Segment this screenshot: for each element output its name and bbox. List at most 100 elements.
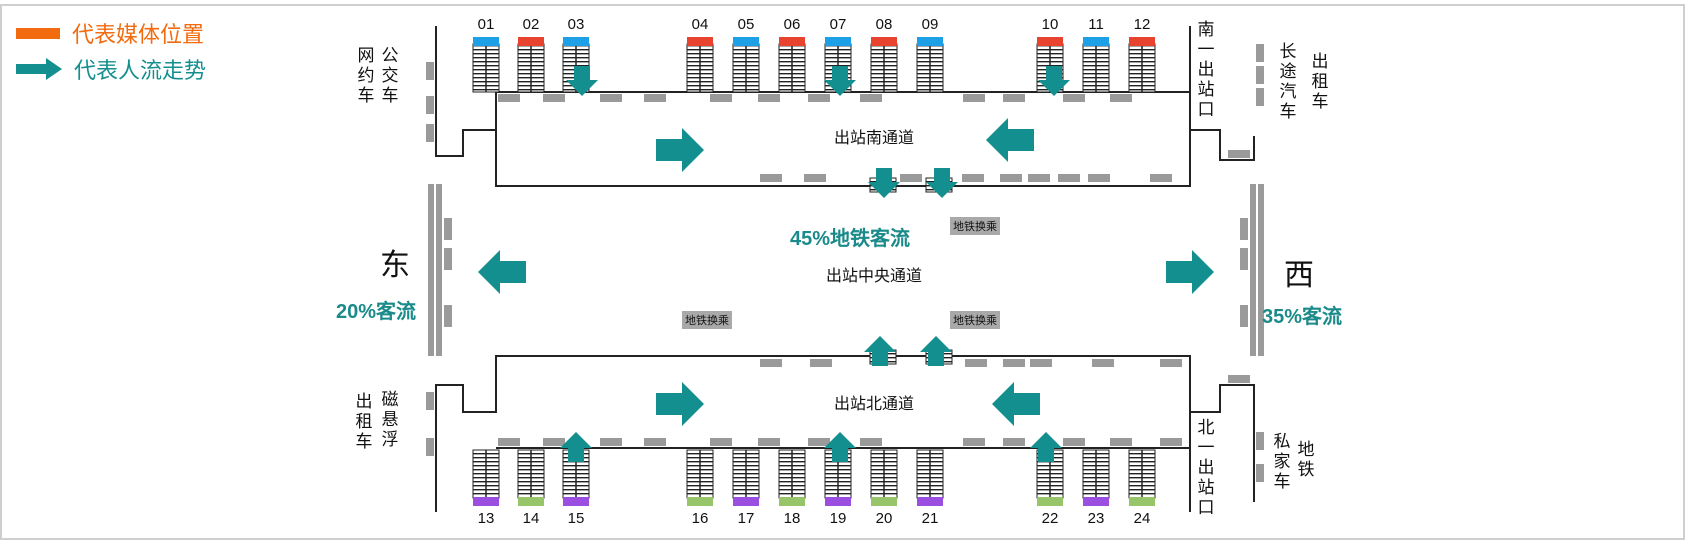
south-passage-label: 出站南通道 (834, 130, 915, 147)
media-marker (733, 497, 759, 506)
subway-transfer-chip: 地铁换乘 (950, 311, 1000, 329)
media-marker (1083, 497, 1109, 506)
gate-number-bottom: 18 (783, 510, 801, 527)
turnstile-gate (1128, 449, 1156, 506)
media-marker (1083, 37, 1109, 46)
media-marker (779, 497, 805, 506)
gate-number-bottom: 13 (477, 510, 495, 527)
maglev-label: 磁悬浮 (381, 390, 399, 449)
east-label: 东 (380, 249, 410, 282)
media-marker (518, 497, 544, 506)
taxi-bottom-label: 出租车 (355, 392, 373, 451)
media-marker (1129, 497, 1155, 506)
long-distance-bus-label: 长途汽车 (1279, 42, 1297, 121)
flow-arrow-east-south (656, 128, 704, 172)
flow-arrow-west-north (992, 382, 1040, 426)
gate-number-top: 03 (567, 16, 585, 33)
north-passage-label: 出站北通道 (834, 396, 915, 413)
bottom-gates (472, 449, 1156, 506)
media-marker (917, 497, 943, 506)
media-marker (563, 37, 589, 46)
gate-number-top: 04 (691, 16, 709, 33)
gate-number-bottom: 19 (829, 510, 847, 527)
turnstile-gate (778, 449, 806, 506)
gate-number-bottom: 20 (875, 510, 893, 527)
turnstile-gate (916, 37, 944, 93)
media-marker (779, 37, 805, 46)
turnstile-gate (1082, 37, 1110, 93)
media-marker (871, 497, 897, 506)
media-marker (473, 497, 499, 506)
gate-number-top: 12 (1133, 16, 1151, 33)
top-gates (472, 37, 1156, 93)
flow-arrow-east-exit (478, 250, 526, 294)
gate-number-bottom: 22 (1041, 510, 1059, 527)
turnstile-gate (1082, 449, 1110, 506)
bus-label: 公交车 (381, 46, 399, 105)
turnstile-gate (732, 37, 760, 93)
media-marker (825, 37, 851, 46)
turnstile-gate (1128, 37, 1156, 93)
gate-number-top: 07 (829, 16, 847, 33)
turnstile-gate (517, 37, 545, 93)
south-exit-label: 南一出站口 (1197, 20, 1215, 119)
media-marker (563, 497, 589, 506)
turnstile-gate (686, 37, 714, 93)
turnstile-gate (472, 449, 500, 506)
north-exit-label: 北一出站口 (1197, 418, 1215, 517)
legend-flow: 代表人流走势 (16, 53, 206, 85)
gate-number-top: 08 (875, 16, 893, 33)
media-marker (733, 37, 759, 46)
flow-arrow-icon (16, 58, 62, 80)
media-marker (473, 37, 499, 46)
gate-number-top: 10 (1041, 16, 1059, 33)
gate-number-bottom: 15 (567, 510, 585, 527)
gate-number-top: 05 (737, 16, 755, 33)
gate-number-bottom: 24 (1133, 510, 1151, 527)
media-marker (1037, 37, 1063, 46)
turnstile-gate (732, 449, 760, 506)
media-swatch (16, 27, 60, 39)
media-marker (687, 37, 713, 46)
gate-number-top: 01 (477, 16, 495, 33)
subway-transfer-chip: 地铁换乘 (682, 311, 732, 329)
subway-label: 地铁 (1297, 440, 1315, 479)
turnstile-gate (686, 449, 714, 506)
legend-media-label: 代表媒体位置 (72, 22, 205, 47)
media-marker (825, 497, 851, 506)
flow-arrow-down-subway-2 (926, 168, 958, 198)
media-marker (917, 37, 943, 46)
legend-media: 代表媒体位置 (16, 17, 204, 49)
turnstile-gate (870, 449, 898, 506)
gate-number-top: 06 (783, 16, 801, 33)
gate-number-bottom: 16 (691, 510, 709, 527)
gate-number-top: 02 (522, 16, 540, 33)
flow-arrow-down-subway-1 (868, 168, 900, 198)
turnstile-gate (517, 449, 545, 506)
diagram-frame (0, 4, 1685, 540)
west-label: 西 (1284, 259, 1314, 292)
turnstile-gate (472, 37, 500, 93)
ride-hailing-label: 网约车 (357, 46, 375, 105)
gate-number-top: 09 (921, 16, 939, 33)
central-passage-label: 出站中央通道 (826, 268, 923, 285)
west-share: 35%客流 (1262, 306, 1343, 328)
media-marker (687, 497, 713, 506)
flow-arrow-west-south (986, 118, 1034, 162)
media-marker (1037, 497, 1063, 506)
gate-number-bottom: 14 (522, 510, 540, 527)
turnstile-gate (778, 37, 806, 93)
gate-number-bottom: 17 (737, 510, 755, 527)
flow-arrow-west-exit (1166, 250, 1214, 294)
flow-arrow-east-north (656, 382, 704, 426)
subway-share: 45%地铁客流 (790, 228, 911, 250)
east-share: 20%客流 (336, 301, 417, 323)
gate-number-bottom: 21 (921, 510, 939, 527)
turnstile-gate (916, 449, 944, 506)
taxi-top-label: 出租车 (1311, 52, 1329, 111)
media-marker (871, 37, 897, 46)
media-marker (1129, 37, 1155, 46)
private-car-label: 私家车 (1273, 432, 1291, 491)
